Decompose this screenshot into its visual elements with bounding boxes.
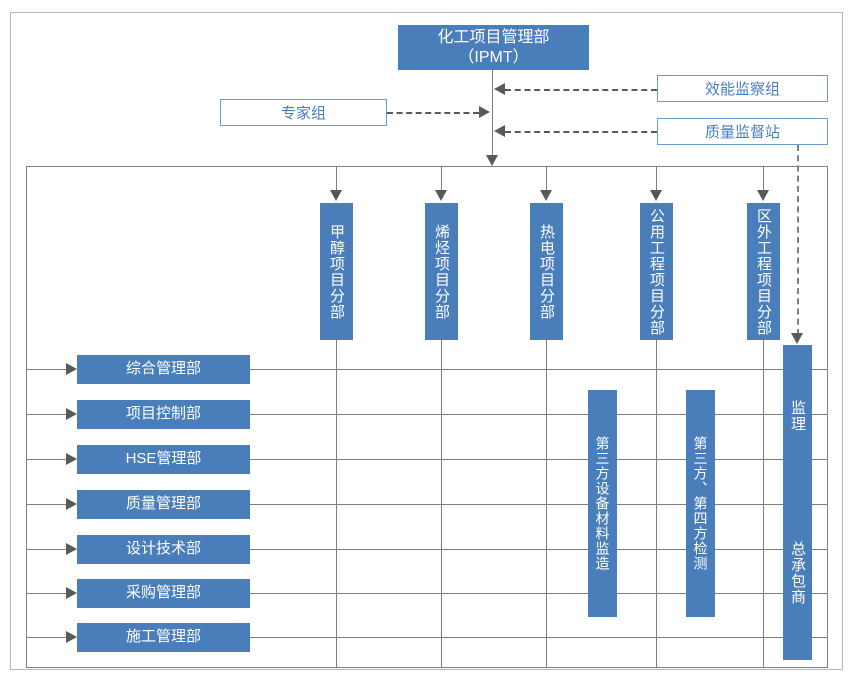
olefin-project-division-box[interactable]: 烯烃项目分部 [425,203,458,340]
drop-arrow-methanol-icon [330,190,342,201]
drop-arrow-olefin-icon [435,190,447,201]
department-cross-line-1 [250,369,828,370]
department-feeder-line-3 [26,459,71,460]
outside-area-engineering-project-division-box[interactable]: 区外工程项目分部 [747,203,780,340]
procurement-management-dept-label: 采购管理部 [125,584,201,602]
expert-group-arrow-icon [479,106,490,118]
department-arrow-5-icon [66,543,77,555]
ipmt-spine-line [492,70,493,160]
department-arrow-7-icon [66,631,77,643]
quality-supervision-station-label: 质量监督站 [704,124,780,141]
design-technology-dept-label: 设计技术部 [125,540,201,558]
department-cross-line-6 [250,593,828,594]
third-party-equipment-material-supervision-label: 第三方设备材料监造 [594,436,611,571]
drop-arrow-thermal-icon [540,190,552,201]
procurement-management-dept-box[interactable]: 采购管理部 [77,579,250,608]
expert-group-connector [387,112,479,114]
utility-engineering-project-division-label: 公用工程项目分部 [648,207,665,336]
project-control-dept-box[interactable]: 项目控制部 [77,400,250,429]
expert-group-box[interactable]: 专家组 [220,99,387,126]
quality-supervision-connector [505,131,657,133]
ipmt-title-line1: 化工项目管理部 [437,28,550,46]
efficiency-supervision-group-box[interactable]: 效能监察组 [657,75,828,102]
thermal-power-project-division-box[interactable]: 热电项目分部 [530,203,563,340]
ipmt-title-line2: （IPMT） [458,48,529,66]
department-arrow-4-icon [66,498,77,510]
contractor-dashed-arrow-icon [791,333,803,344]
third-party-fourth-party-inspection-label: 第三方、第四方检测 [692,436,709,571]
utility-engineering-project-division-box[interactable]: 公用工程项目分部 [640,203,673,340]
project-division-bus-line [26,166,828,167]
olefin-project-division-label: 烯烃项目分部 [433,223,450,320]
department-arrow-3-icon [66,453,77,465]
hse-management-dept-box[interactable]: HSE管理部 [77,445,250,474]
quality-management-dept-box[interactable]: 质量管理部 [77,490,250,519]
department-arrow-6-icon [66,587,77,599]
quality-supervision-station-box[interactable]: 质量监督站 [657,118,828,145]
department-cross-line-3 [250,459,828,460]
quality-supervision-arrow-icon [494,125,505,137]
quality-management-dept-label: 质量管理部 [125,495,201,513]
efficiency-supervision-group-label: 效能监察组 [704,81,780,98]
department-feeder-line-7 [26,637,71,638]
supervision-label: 监理 [789,399,806,432]
department-arrow-2-icon [66,408,77,420]
department-cross-line-5 [250,549,828,550]
outer-frame-border [10,12,843,670]
thermal-power-project-division-label: 热电项目分部 [538,223,555,320]
department-feeder-line-6 [26,593,71,594]
construction-management-dept-box[interactable]: 施工管理部 [77,623,250,652]
outside-area-engineering-project-division-label: 区外工程项目分部 [755,207,772,336]
expert-group-label: 专家组 [280,105,326,122]
design-technology-dept-box[interactable]: 设计技术部 [77,535,250,564]
department-feeder-line-1 [26,369,71,370]
methanol-project-division-label: 甲醇项目分部 [328,223,345,320]
drop-arrow-utility-icon [650,190,662,201]
efficiency-supervision-arrow-icon [494,83,505,95]
department-cross-line-4 [250,504,828,505]
department-cross-line-2 [250,414,828,415]
hse-management-dept-label: HSE管理部 [125,450,202,468]
supervision-general-contractor-box[interactable]: 监理 总承包商 [783,345,812,660]
efficiency-supervision-connector [505,89,657,91]
drop-line-utility [656,166,657,192]
construction-management-dept-label: 施工管理部 [125,628,201,646]
methanol-project-division-box[interactable]: 甲醇项目分部 [320,203,353,340]
third-party-equipment-material-supervision-box[interactable]: 第三方设备材料监造 [588,390,617,617]
department-feeder-line-2 [26,414,71,415]
drop-line-thermal [546,166,547,192]
general-management-dept-box[interactable]: 综合管理部 [77,355,250,384]
department-arrow-1-icon [66,363,77,375]
third-party-fourth-party-inspection-box[interactable]: 第三方、第四方检测 [686,390,715,617]
quality-supervision-to-contractor-connector [797,145,799,335]
general-management-dept-label: 综合管理部 [125,360,201,378]
project-control-dept-label: 项目控制部 [125,405,201,423]
drop-arrow-outside-area-icon [757,190,769,201]
department-feeder-spine [26,166,27,636]
department-feeder-line-5 [26,549,71,550]
ipmt-root-box[interactable]: 化工项目管理部 （IPMT） [398,25,589,70]
department-cross-line-7 [250,637,828,638]
department-feeder-line-4 [26,504,71,505]
drop-line-olefin [441,166,442,192]
ipmt-spine-arrow-icon [486,155,498,166]
drop-line-outside-area [763,166,764,192]
drop-line-methanol [336,166,337,192]
general-contractor-label: 总承包商 [789,541,806,606]
